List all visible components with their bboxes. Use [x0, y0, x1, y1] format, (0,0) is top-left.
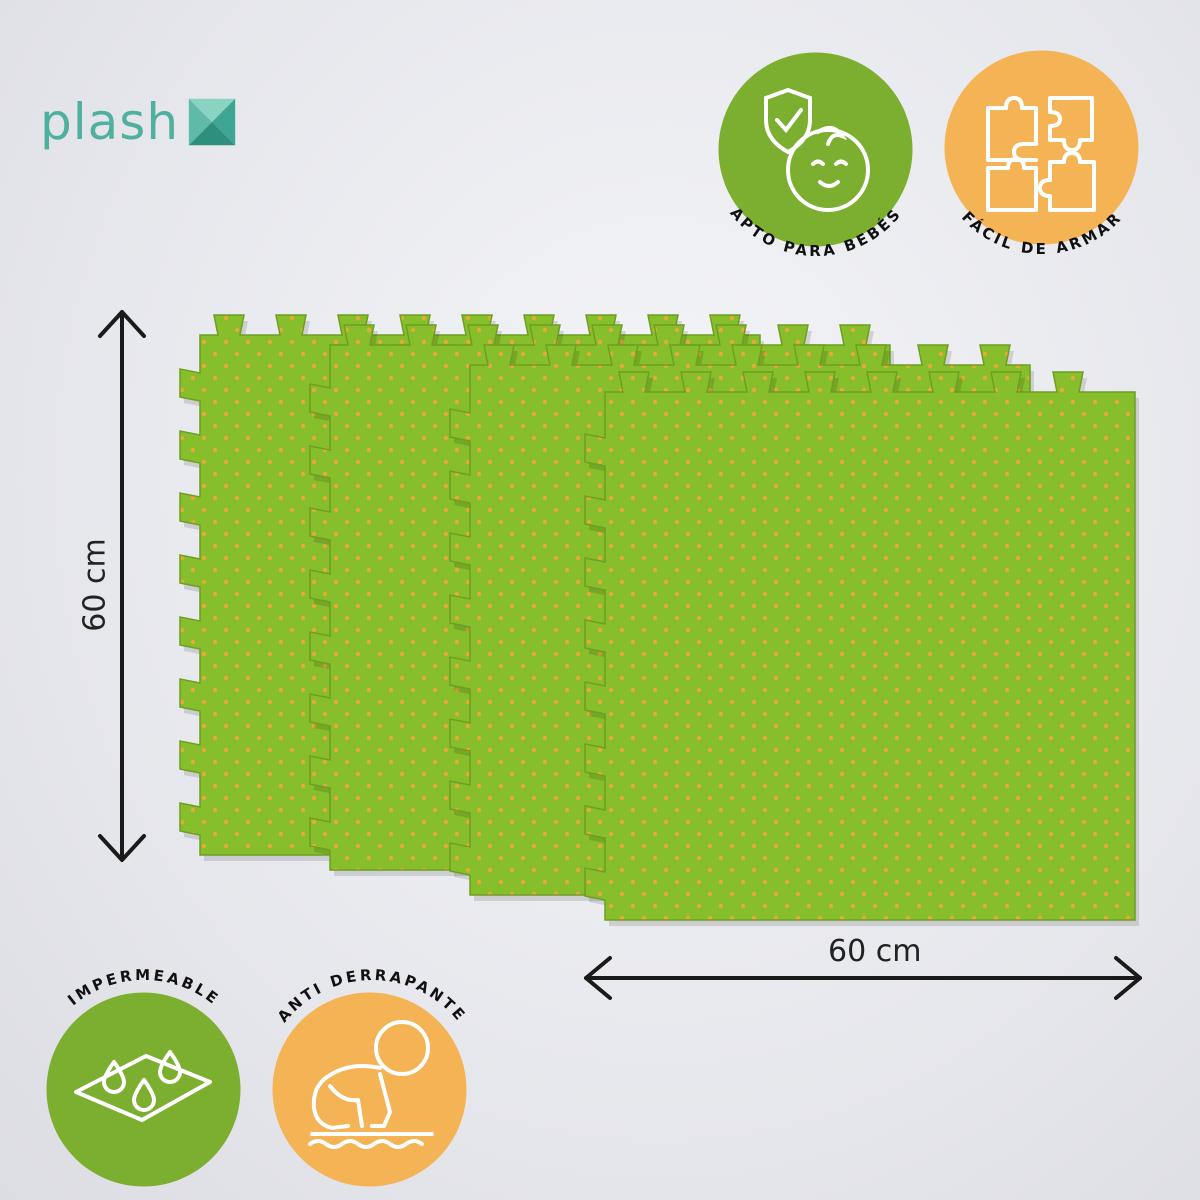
badge-circle	[46, 992, 241, 1187]
brand-mark-icon	[188, 98, 236, 146]
puzzle-icon	[944, 50, 1139, 245]
width-dimension-label: 60 cm	[828, 934, 922, 969]
badge-baby-safe	[718, 52, 913, 247]
height-arrow-up-icon	[98, 310, 146, 338]
badge-anti-slip	[272, 992, 467, 1187]
brand-name: plash	[40, 93, 180, 151]
crawling-baby-icon	[272, 992, 467, 1187]
width-arrow-right-icon	[1114, 956, 1142, 1000]
height-arrow-down-icon	[98, 834, 146, 862]
badge-waterproof	[46, 992, 241, 1187]
water-drops-icon	[46, 992, 241, 1187]
badge-circle	[272, 992, 467, 1187]
baby-shield-icon	[718, 52, 913, 247]
height-dimension-label: 60 cm	[77, 538, 113, 632]
width-arrow-left-icon	[584, 956, 612, 1000]
badge-easy-assembly	[944, 50, 1139, 245]
mat-tile	[584, 371, 1136, 921]
brand-logo: plash	[40, 82, 241, 162]
